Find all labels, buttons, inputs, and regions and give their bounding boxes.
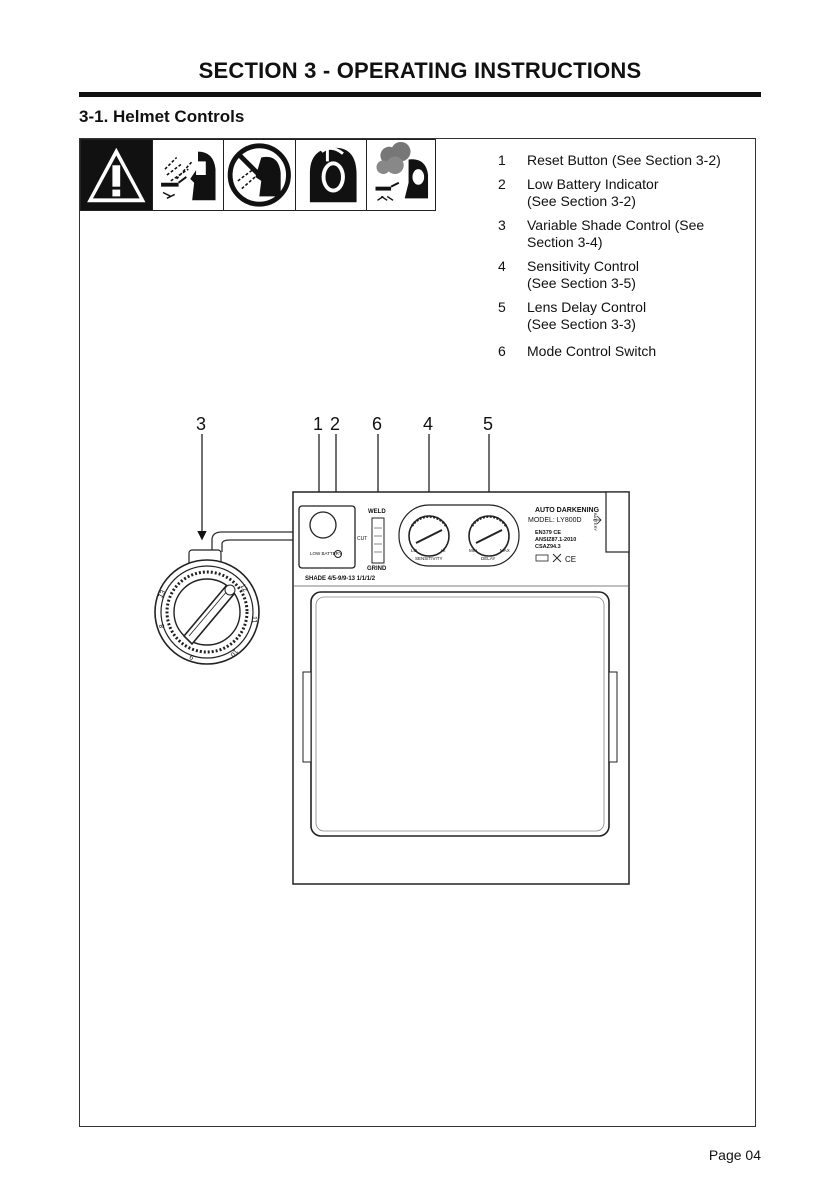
cert-ansi: ANSIZ87.1-2010 <box>535 537 576 543</box>
safety-warning-strip <box>80 139 436 211</box>
sensitivity-label: SENSITIVITY <box>415 556 443 561</box>
legend-item: 4 Sensitivity Control (See Section 3-5) <box>498 258 758 292</box>
battery-compartment <box>605 491 630 553</box>
shade-cable <box>211 531 294 552</box>
ear-protection-icon <box>296 140 368 210</box>
callout-4: 4 <box>423 414 434 434</box>
section-title: SECTION 3 - OPERATING INSTRUCTIONS <box>198 58 642 83</box>
legend-number: 4 <box>498 258 506 274</box>
sensitivity-hi-label: HI <box>441 548 446 553</box>
shade-range-label: SHADE 4/5-9/9-13 1/1/1/2 <box>305 576 376 582</box>
delay-label: DELAY <box>481 556 495 561</box>
callout-6: 6 <box>372 414 383 434</box>
legend-item: 2 Low Battery Indicator (See Section 3-2… <box>498 176 758 210</box>
legend-item: 5 Lens Delay Control (See Section 3-3) <box>498 299 758 333</box>
brand-label: AUTO DARKENING <box>535 507 600 514</box>
weld-mode-label: WELD <box>368 509 386 515</box>
shade-mark-13: 13 <box>157 589 167 599</box>
subsection-title: 3-1. Helmet Controls <box>79 107 245 126</box>
shade-mark-9: 9 <box>189 653 196 661</box>
recycle-bin-icon <box>552 553 562 563</box>
right-clip <box>608 671 618 763</box>
battery-tab-label: BATTERY <box>593 513 598 531</box>
delay-min-label: MIN <box>469 548 477 553</box>
shade-mark-10: 10 <box>228 647 238 658</box>
shade-mark-11: 11 <box>250 616 257 623</box>
legend-text: Reset Button (See Section 3-2) <box>527 152 721 168</box>
variable-shade-knob[interactable] <box>154 549 260 665</box>
title-rule <box>79 92 761 97</box>
warning-triangle-icon <box>81 140 153 210</box>
legend-text: Mode Control Switch <box>527 343 657 359</box>
viewing-lens <box>310 591 610 837</box>
legend-item: 3 Variable Shade Control (See Section 3-… <box>498 217 758 251</box>
left-clip <box>302 671 312 763</box>
legend-text: Low Battery Indicator (See Section 3-2) <box>527 176 659 209</box>
low-battery-led <box>334 550 342 558</box>
figure-frame <box>79 138 756 1127</box>
reset-button[interactable] <box>309 511 337 539</box>
legend-number: 1 <box>498 152 506 168</box>
mode-switch[interactable] <box>371 517 385 564</box>
legend-text: Sensitivity Control (See Section 3-5) <box>527 258 640 291</box>
shade-mark-12: 12 <box>239 583 249 593</box>
welding-sparks-hazard-icon <box>153 140 225 210</box>
delay-max-label: MAX <box>500 548 510 553</box>
no-unprotected-eyes-icon <box>224 140 296 210</box>
fumes-hazard-icon <box>367 140 435 210</box>
legend-item: 6 Mode Control Switch <box>498 343 758 360</box>
callout-3: 3 <box>196 414 207 434</box>
sensitivity-lo-label: LO <box>411 548 418 553</box>
legend-text: Lens Delay Control (See Section 3-3) <box>527 299 647 332</box>
battery-icon <box>535 554 549 562</box>
legend-text: Variable Shade Control (See Section 3-4) <box>527 217 705 250</box>
callout-1: 1 <box>313 414 324 434</box>
legend-number: 5 <box>498 299 506 315</box>
callout-2: 2 <box>330 414 341 434</box>
legend-list: 1 Reset Button (See Section 3-2) 2 Low B… <box>498 152 758 367</box>
ce-mark: CE <box>565 555 576 564</box>
callout-5: 5 <box>483 414 494 434</box>
legend-number: 2 <box>498 176 506 192</box>
legend-number: 3 <box>498 217 506 233</box>
page-number: Page 04 <box>708 1147 761 1163</box>
low-battery-label: LOW BATTERY <box>310 551 342 556</box>
legend-number: 6 <box>498 343 506 359</box>
cut-mode-label: CUT <box>357 536 367 542</box>
legend-item: 1 Reset Button (See Section 3-2) <box>498 152 758 169</box>
cert-csa: CSAZ94.3 <box>535 544 561 550</box>
shade-mark-8: 8 <box>159 623 167 628</box>
cert-en379: EN379 CE <box>535 530 561 536</box>
model-label: MODEL: LY800D <box>528 517 582 524</box>
grind-mode-label: GRIND <box>367 566 387 572</box>
